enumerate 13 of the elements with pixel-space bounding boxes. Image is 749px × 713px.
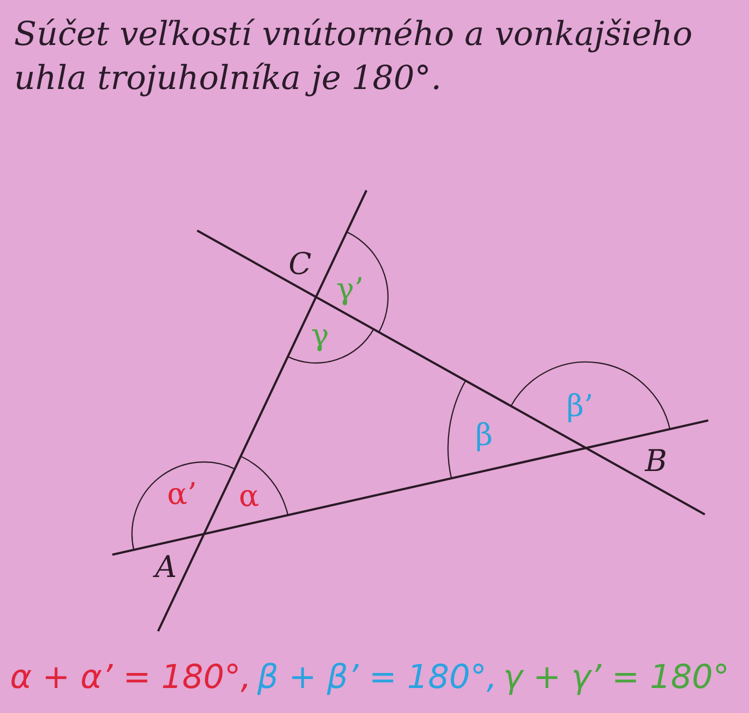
equation: β + β’ = 180°, (257, 657, 498, 696)
equation: γ + γ’ = 180° (503, 657, 730, 696)
equation: α + α’ = 180°, (10, 657, 252, 696)
angle-label: γ (311, 320, 329, 352)
vertex-label: C (288, 249, 312, 281)
angle-label: γ’ (336, 274, 364, 306)
vertex-label: A (155, 552, 177, 584)
angle-label: α (238, 481, 260, 513)
angle-label: β’ (566, 391, 594, 423)
title: Súčet veľkostí vnútorného a vonkajšieho uhla trojuholníka je 180°. (14, 13, 694, 99)
angle-label: α’ (167, 479, 197, 511)
vertex-label: B (644, 446, 668, 478)
angle-label: β (475, 420, 493, 452)
